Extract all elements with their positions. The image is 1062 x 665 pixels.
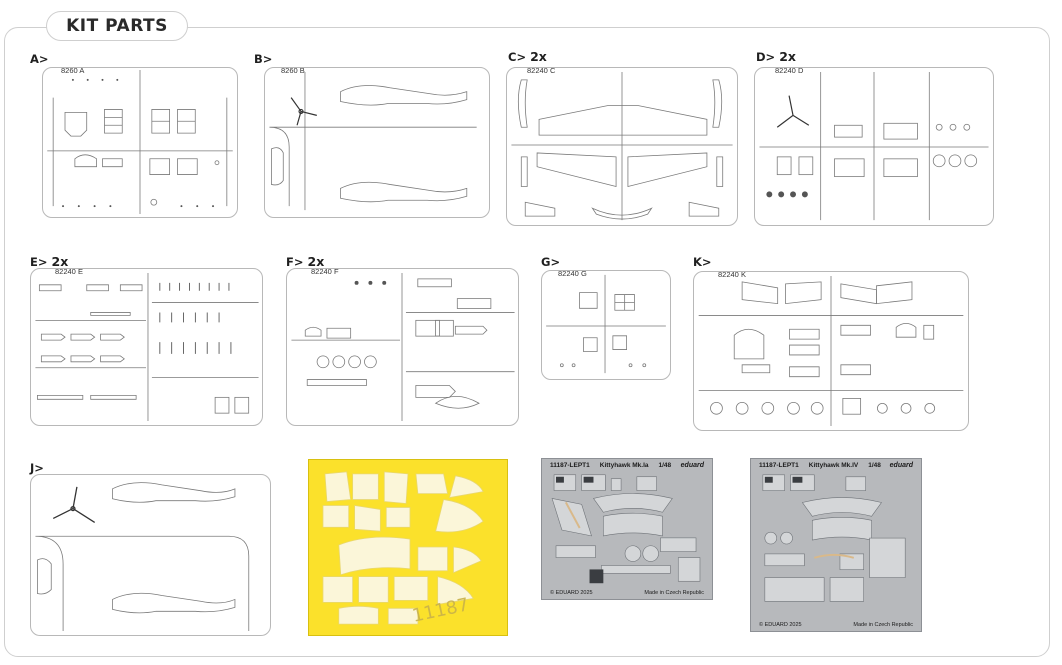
sprue-code-f: 82240 F bbox=[311, 268, 339, 276]
sprue-d-drawing bbox=[759, 71, 989, 221]
sprue-d: 82240 D bbox=[754, 67, 994, 226]
sprue-label-a: A> bbox=[30, 52, 49, 66]
sprue-j-drawing bbox=[35, 482, 250, 632]
pe1-origin: Made in Czech Republic bbox=[644, 590, 704, 596]
sprue-b: 8260 B bbox=[264, 67, 490, 218]
sprue-e-drawing bbox=[35, 272, 259, 422]
sprue-label-f: F>2x bbox=[286, 254, 325, 269]
pe1-name: Kittyhawk Mk.Ia bbox=[599, 462, 649, 469]
sprue-c-drawing bbox=[511, 71, 733, 221]
sprue-code-a: 8260 A bbox=[61, 67, 85, 75]
mask-shapes bbox=[322, 471, 484, 625]
canopy-mask-sheet: 11187 bbox=[308, 459, 508, 636]
pe2-name: Kittyhawk Mk.IV bbox=[808, 462, 859, 469]
photo-etch-sheet-2: 11187-LEPT1 Kittyhawk Mk.IV 1/48 eduard © … bbox=[750, 458, 922, 632]
photo-etch-sheet-1: 11187-LEPT1 Kittyhawk Mk.Ia 1/48 eduard © … bbox=[541, 458, 713, 600]
section-title: KIT PARTS bbox=[46, 11, 188, 41]
pe2-parts bbox=[762, 474, 906, 602]
sprue-label-g: G> bbox=[541, 255, 561, 269]
sprue-k-drawing bbox=[698, 275, 964, 427]
sprue-k: 82240 K bbox=[693, 271, 969, 431]
sprue-label-k: K> bbox=[693, 255, 712, 269]
sprue-j bbox=[30, 474, 271, 636]
kit-parts-frame bbox=[4, 27, 1050, 657]
pe1-copyright: © EDUARD 2025 bbox=[550, 590, 593, 596]
pe1-parts bbox=[551, 474, 701, 584]
sprue-label-j: J> bbox=[30, 461, 44, 475]
sprue-code-b: 8260 B bbox=[281, 67, 305, 75]
pe2-scale: 1/48 bbox=[868, 462, 881, 469]
pe1-id: 11187-LEPT1 bbox=[550, 462, 590, 469]
sprue-a-drawing bbox=[47, 69, 233, 215]
sprue-code-e: 82240 E bbox=[55, 268, 83, 276]
sprue-label-d: D>2x bbox=[756, 49, 796, 64]
sprue-code-c: 82240 C bbox=[527, 67, 556, 75]
sprue-c: 82240 C bbox=[506, 67, 738, 226]
sprue-label-c: C>2x bbox=[508, 49, 547, 64]
pe2-brand: eduard bbox=[889, 462, 913, 469]
pe1-brand: eduard bbox=[680, 462, 704, 469]
sprue-e: 82240 E bbox=[30, 268, 263, 426]
sprue-b-drawing bbox=[269, 71, 477, 211]
pe2-copyright: © EDUARD 2025 bbox=[759, 622, 802, 628]
sprue-code-k: 82240 K bbox=[718, 271, 746, 279]
sprue-g: 82240 G bbox=[541, 270, 671, 380]
sprue-code-d: 82240 D bbox=[775, 67, 804, 75]
sprue-label-e: E>2x bbox=[30, 254, 69, 269]
sprue-label-b: B> bbox=[254, 52, 273, 66]
sprue-code-g: 82240 G bbox=[558, 270, 587, 278]
pe2-id: 11187-LEPT1 bbox=[759, 462, 799, 469]
sprue-f-drawing bbox=[291, 272, 515, 422]
pe2-origin: Made in Czech Republic bbox=[853, 622, 913, 628]
sprue-a: 8260 A bbox=[42, 67, 238, 218]
sprue-f: 82240 F bbox=[286, 268, 519, 426]
pe1-scale: 1/48 bbox=[658, 462, 672, 469]
sprue-g-drawing bbox=[546, 274, 666, 374]
